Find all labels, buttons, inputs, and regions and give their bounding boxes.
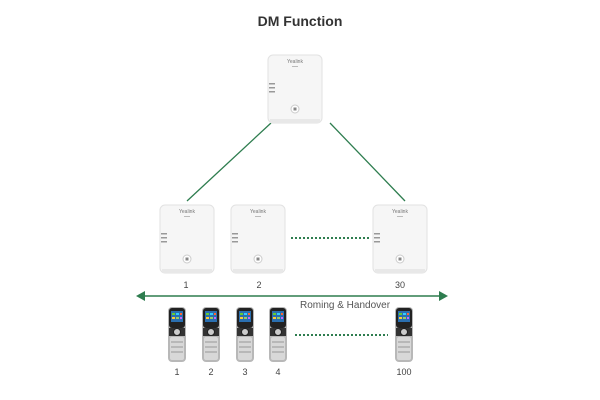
base-label-1: 1 — [183, 280, 189, 290]
handset-100 — [394, 306, 414, 363]
handset-2 — [201, 306, 221, 363]
handset-1 — [167, 306, 187, 363]
link-line-right — [329, 122, 406, 202]
handset-3 — [235, 306, 255, 363]
brand-logo-primary: Yealink — [287, 59, 303, 65]
roaming-label: Roming & Handover — [300, 300, 391, 311]
diagram-title: DM Function — [257, 13, 343, 29]
handset-4 — [268, 306, 288, 363]
brand-logo-base-1: Yealink — [179, 209, 195, 215]
handset-label-3: 3 — [242, 367, 248, 377]
handset-label-2: 2 — [208, 367, 214, 377]
handset-label-4: 4 — [275, 367, 281, 377]
primary-base-station — [267, 54, 323, 124]
base-station-30 — [372, 204, 428, 274]
brand-logo-base-2: Yealink — [250, 209, 266, 215]
brand-logo-base-30: Yealink — [392, 209, 408, 215]
base-station-1 — [159, 204, 215, 274]
base-label-30: 30 — [394, 280, 406, 290]
roaming-arrow — [136, 291, 448, 301]
base-label-2: 2 — [256, 280, 262, 290]
base-station-2 — [230, 204, 286, 274]
handset-label-1: 1 — [174, 367, 180, 377]
handset-label-100: 100 — [396, 367, 412, 377]
link-line-left — [186, 122, 272, 202]
